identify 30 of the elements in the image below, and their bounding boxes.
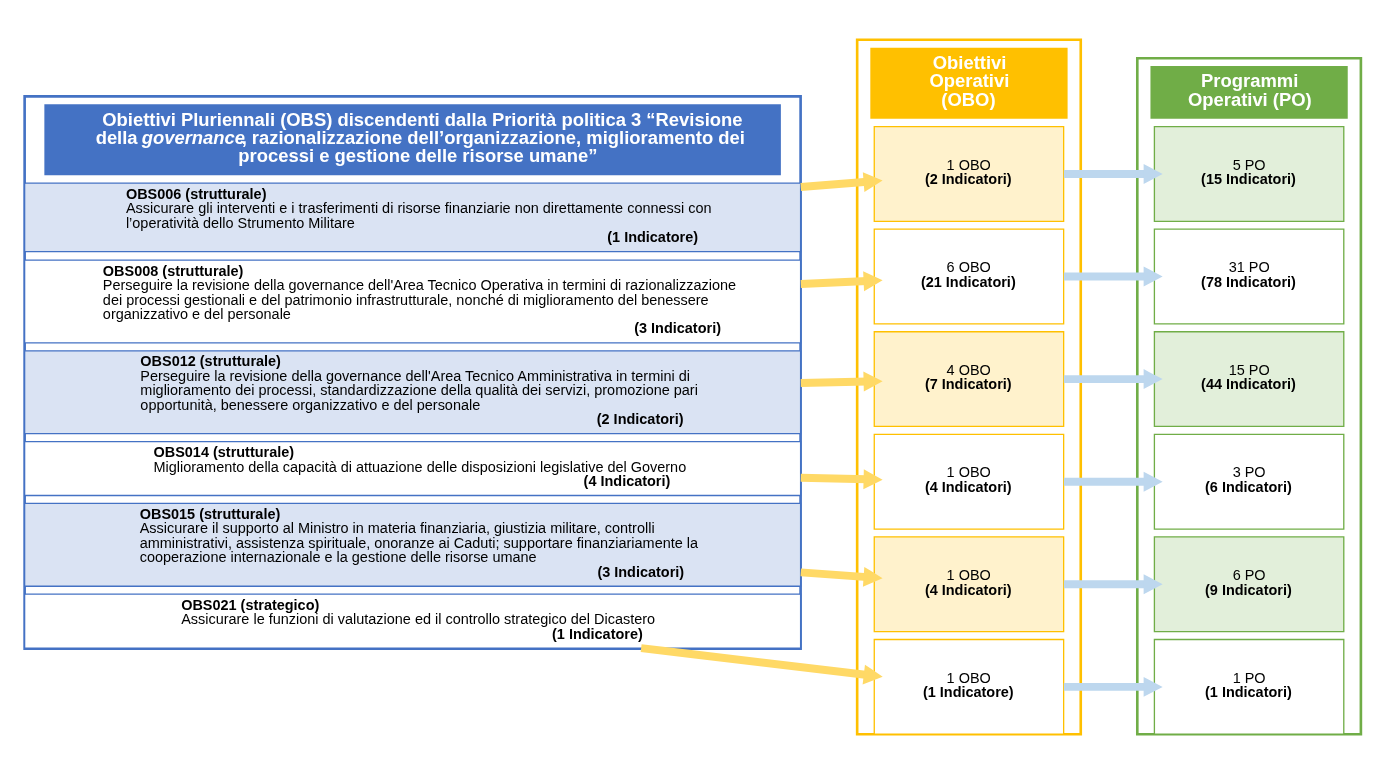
node-box: OBS015 (strutturale) Assicurare il supporto al Ministro in materia finanziaria, giustizia militare, controlli amministrativi, assistenza spirituale, onoranze ai Caduti; supportare finanziariamente la cooperazione internazionale e la gestione delle risorse umane (3 Indicatori) bbox=[23, 502, 802, 587]
node-box: 5 PO (15 Indicatori) bbox=[1153, 125, 1345, 222]
node-box: 4 OBO (7 Indicatori) bbox=[873, 331, 1065, 428]
arrow bbox=[800, 271, 883, 292]
node-box: 6 OBO (21 Indicatori) bbox=[873, 228, 1065, 325]
arrow bbox=[1063, 163, 1163, 184]
arrow bbox=[1063, 266, 1163, 287]
arrow bbox=[800, 371, 883, 392]
node-box: 1 OBO (4 Indicatori) bbox=[873, 433, 1065, 530]
arrow bbox=[1063, 574, 1163, 595]
arrow bbox=[800, 172, 883, 193]
node-box: 1 OBO (2 Indicatori) bbox=[873, 125, 1065, 222]
node-box: OBS008 (strutturale) Perseguire la revisione della governance dell'Area Tecnico Operativa in termini di razionalizzazione dei processi gestionali e del patrimonio infrastrutturale, nonché di miglioramento del benessere organizzativo e del personale (3 Indicatori) bbox=[23, 259, 802, 344]
arrow bbox=[640, 644, 883, 685]
node-box: OBS014 (strutturale) Miglioramento della capacità di attuazione delle disposizioni legislative del Governo (4 Indicatori) bbox=[23, 440, 802, 497]
node-box: OBS006 (strutturale) Assicurare gli interventi e i trasferimenti di risorse finanziarie non direttamente connessi con l’operatività dello Strumento Militare (1 Indicatore) bbox=[23, 182, 802, 253]
arrow bbox=[1063, 369, 1163, 390]
arrow bbox=[1063, 471, 1163, 492]
node-box: OBS012 (strutturale) Perseguire la revisione della governance dell'Area Tecnico Amministrativa in termini di miglioramento dei processi, standardizzazione della qualità dei servizi, promozione pari opportunità, benessere organizzativo e del personale (2 Indicatori) bbox=[23, 350, 802, 435]
arrow bbox=[800, 469, 883, 490]
node-box: 1 OBO (1 Indicatore) bbox=[873, 638, 1065, 735]
node-box: 6 PO (9 Indicatori) bbox=[1153, 536, 1345, 633]
node-box: 31 PO (78 Indicatori) bbox=[1153, 228, 1345, 325]
node-box: 3 PO (6 Indicatori) bbox=[1153, 433, 1345, 530]
arrow bbox=[1063, 676, 1163, 697]
node-box: OBS021 (strategico) Assicurare le funzioni di valutazione ed il controllo strategico del Dicastero (1 Indicatore) bbox=[23, 593, 802, 649]
arrow bbox=[800, 566, 883, 587]
node-box: 1 PO (1 Indicatori) bbox=[1153, 638, 1345, 735]
node-box: 1 OBO (4 Indicatori) bbox=[873, 536, 1065, 633]
node-box: 15 PO (44 Indicatori) bbox=[1153, 331, 1345, 428]
